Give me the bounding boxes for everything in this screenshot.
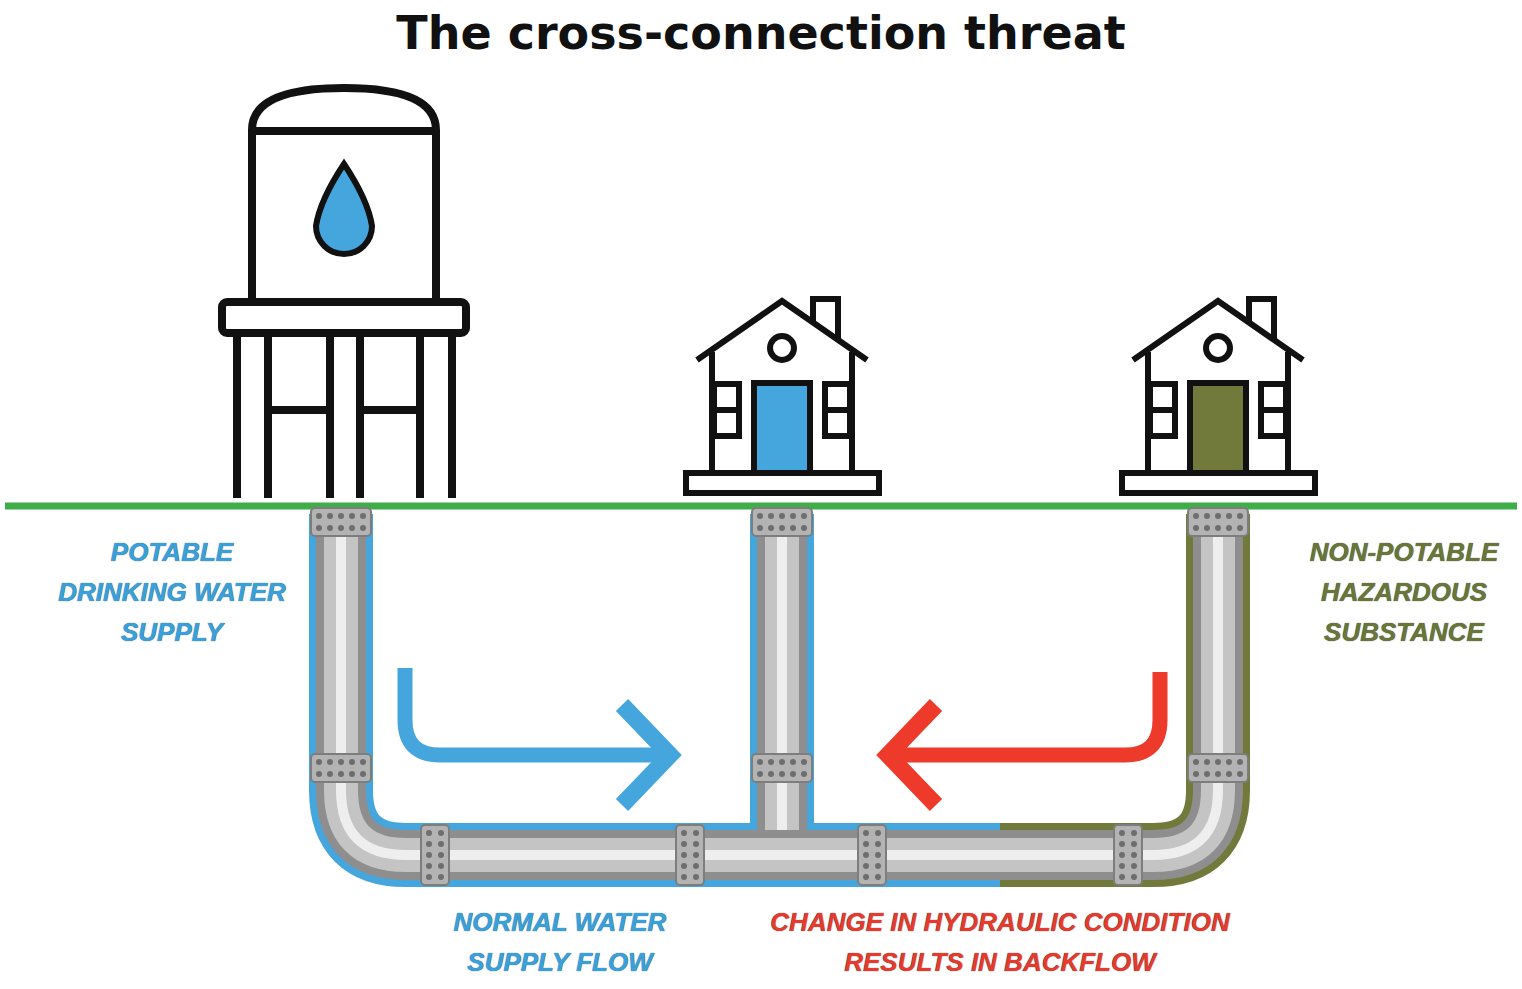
water-tower [222,88,466,498]
diagram-title: The cross-connection threat [0,6,1522,60]
pipe-outline [341,514,1218,855]
house [686,299,879,493]
flow-arrows [405,668,1160,805]
hazard-label: NON-POTABLE HAZARDOUS SUBSTANCE [1299,532,1509,652]
pipe [341,514,1218,855]
supply-label: POTABLE DRINKING WATER SUPPLY [52,532,292,652]
pipe-couplings [311,508,1248,885]
house [1122,299,1315,493]
backflow-label: CHANGE IN HYDRAULIC CONDITION RESULTS IN… [760,902,1240,982]
flow-label: NORMAL WATER SUPPLY FLOW [430,902,690,982]
